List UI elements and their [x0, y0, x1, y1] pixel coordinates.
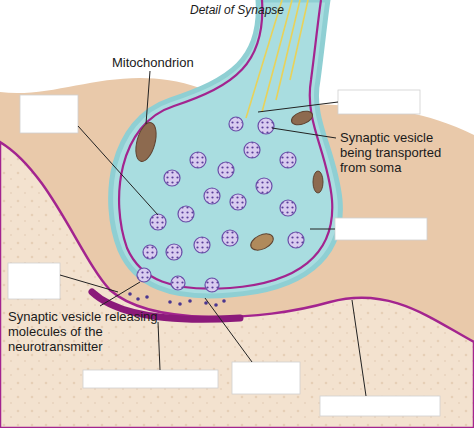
molecule — [128, 292, 132, 296]
blank-box — [20, 95, 78, 133]
vesicle — [244, 142, 260, 158]
microtubules — [246, 0, 308, 118]
mitochondrion — [132, 120, 160, 163]
molecule — [136, 297, 140, 301]
vesicle — [258, 118, 274, 134]
leader-lines — [60, 71, 366, 396]
leader-line — [352, 300, 366, 396]
vesicle — [222, 230, 238, 246]
vesicle — [229, 117, 243, 131]
vesicle — [288, 232, 304, 248]
mitochondrion — [290, 109, 315, 128]
molecule — [214, 303, 218, 307]
part-label: Synaptic vesicle releasing molecules of … — [8, 309, 188, 354]
leader-line — [332, 229, 335, 230]
molecule — [168, 300, 172, 304]
blank-box — [83, 370, 218, 388]
part-label: Synaptic vesicle being transported from … — [340, 130, 468, 175]
leader-line — [78, 126, 158, 215]
fusing-vesicle — [171, 276, 185, 290]
leader-line — [205, 298, 252, 362]
leader-line — [310, 229, 332, 230]
molecule — [222, 299, 226, 303]
presynaptic-membrane — [119, 0, 332, 289]
vesicle — [194, 237, 210, 253]
mitochondria — [132, 109, 323, 254]
blank-box — [338, 90, 420, 114]
vesicle — [190, 152, 206, 168]
fusing-vesicle — [205, 278, 219, 292]
leader-line — [258, 102, 338, 112]
vesicle — [280, 152, 296, 168]
mitochondrion — [248, 231, 276, 254]
leader-line — [60, 275, 118, 292]
synaptic-vesicles — [137, 117, 304, 292]
blank-box — [8, 263, 60, 299]
leader-line — [146, 71, 150, 124]
molecule — [145, 295, 149, 299]
neurotransmitter-molecules — [128, 292, 226, 307]
vesicle — [178, 206, 194, 222]
part-label: Mitochondrion — [112, 55, 222, 70]
vesicle — [204, 188, 220, 204]
leader-line — [158, 322, 160, 370]
blank-box — [320, 396, 440, 416]
blank-box — [232, 362, 300, 394]
axon-terminal — [111, 0, 341, 296]
mitochondrion — [313, 171, 323, 193]
vesicle — [143, 245, 157, 259]
leader-line — [272, 128, 336, 138]
vesicle — [166, 244, 182, 260]
vesicle — [164, 170, 180, 186]
leader-line — [100, 282, 140, 306]
vesicle — [280, 200, 296, 216]
blank-box — [335, 218, 427, 240]
vesicle — [256, 178, 272, 194]
vesicle — [218, 162, 234, 178]
microtubule — [290, 0, 308, 80]
diagram-title: Detail of Synapse — [130, 3, 344, 17]
molecule — [188, 299, 192, 303]
vesicle — [150, 214, 166, 230]
vesicle — [230, 194, 246, 210]
molecule — [178, 302, 182, 306]
fusing-vesicle — [137, 268, 151, 282]
